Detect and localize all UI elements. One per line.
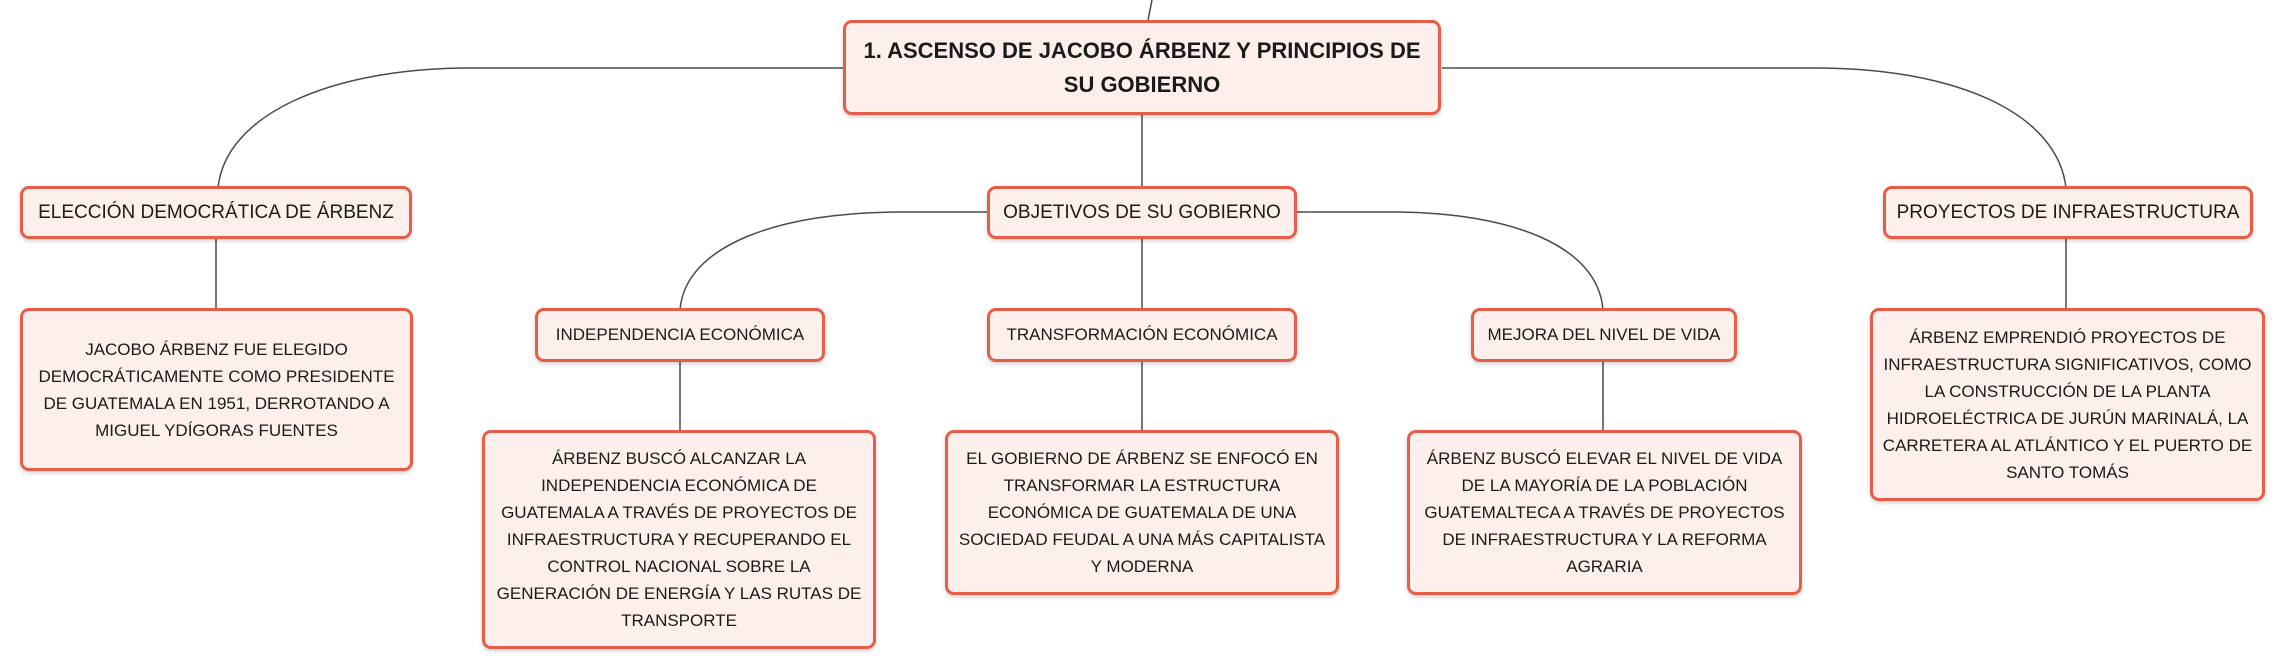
- subtopic-mejora-nivel-vida[interactable]: MEJORA DEL NIVEL DE VIDA: [1471, 308, 1737, 362]
- detail-mejora-text: ÁRBENZ BUSCÓ ELEVAR EL NIVEL DE VIDA DE …: [1424, 449, 1785, 576]
- topic-proyectos-label: PROYECTOS DE INFRAESTRUCTURA: [1896, 201, 2240, 223]
- subtopic-transformacion-economica[interactable]: TRANSFORMACIÓN ECONÓMICA: [987, 308, 1297, 362]
- root-topic-title: 1. ASCENSO DE JACOBO ÁRBENZ Y PRINCIPIOS…: [863, 37, 1421, 97]
- subtopic-mejora-label: MEJORA DEL NIVEL DE VIDA: [1487, 325, 1721, 344]
- connector-objetivos-to-mejora: [1297, 211, 1604, 311]
- topic-proyectos-infraestructura[interactable]: PROYECTOS DE INFRAESTRUCTURA: [1883, 186, 2253, 239]
- topic-objetivos-gobierno[interactable]: OBJETIVOS DE SU GOBIERNO: [987, 186, 1297, 239]
- detail-independencia[interactable]: ÁRBENZ BUSCÓ ALCANZAR LA INDEPENDENCIA E…: [482, 430, 876, 649]
- topic-objetivos-label: OBJETIVOS DE SU GOBIERNO: [1003, 201, 1281, 223]
- topic-eleccion-democratica[interactable]: ELECCIÓN DEMOCRÁTICA DE ÁRBENZ: [20, 186, 412, 239]
- topic-eleccion-label: ELECCIÓN DEMOCRÁTICA DE ÁRBENZ: [38, 201, 394, 223]
- detail-mejora[interactable]: ÁRBENZ BUSCÓ ELEVAR EL NIVEL DE VIDA DE …: [1407, 430, 1802, 595]
- detail-eleccion-text: JACOBO ÁRBENZ FUE ELEGIDO DEMOCRÁTICAMEN…: [38, 339, 395, 440]
- root-topic[interactable]: 1. ASCENSO DE JACOBO ÁRBENZ Y PRINCIPIOS…: [843, 20, 1441, 115]
- connector-objetivos-to-independencia: [679, 211, 987, 311]
- detail-independencia-text: ÁRBENZ BUSCÓ ALCANZAR LA INDEPENDENCIA E…: [496, 449, 862, 630]
- detail-proyectos-text: ÁRBENZ EMPRENDIÓ PROYECTOS DE INFRAESTRU…: [1882, 327, 2253, 482]
- detail-transformacion[interactable]: EL GOBIERNO DE ÁRBENZ SE ENFOCÓ EN TRANS…: [945, 430, 1339, 595]
- subtopic-independencia-economica[interactable]: INDEPENDENCIA ECONÓMICA: [535, 308, 825, 362]
- connector-root-to-eleccion: [217, 67, 843, 189]
- connector-root-to-proyectos: [1442, 67, 2067, 189]
- detail-transformacion-text: EL GOBIERNO DE ÁRBENZ SE ENFOCÓ EN TRANS…: [958, 449, 1326, 576]
- connector-parent-to-root: [1147, 0, 1153, 21]
- detail-proyectos[interactable]: ÁRBENZ EMPRENDIÓ PROYECTOS DE INFRAESTRU…: [1870, 308, 2265, 501]
- subtopic-transformacion-label: TRANSFORMACIÓN ECONÓMICA: [1006, 325, 1278, 344]
- detail-eleccion[interactable]: JACOBO ÁRBENZ FUE ELEGIDO DEMOCRÁTICAMEN…: [20, 308, 413, 471]
- subtopic-independencia-label: INDEPENDENCIA ECONÓMICA: [555, 325, 805, 344]
